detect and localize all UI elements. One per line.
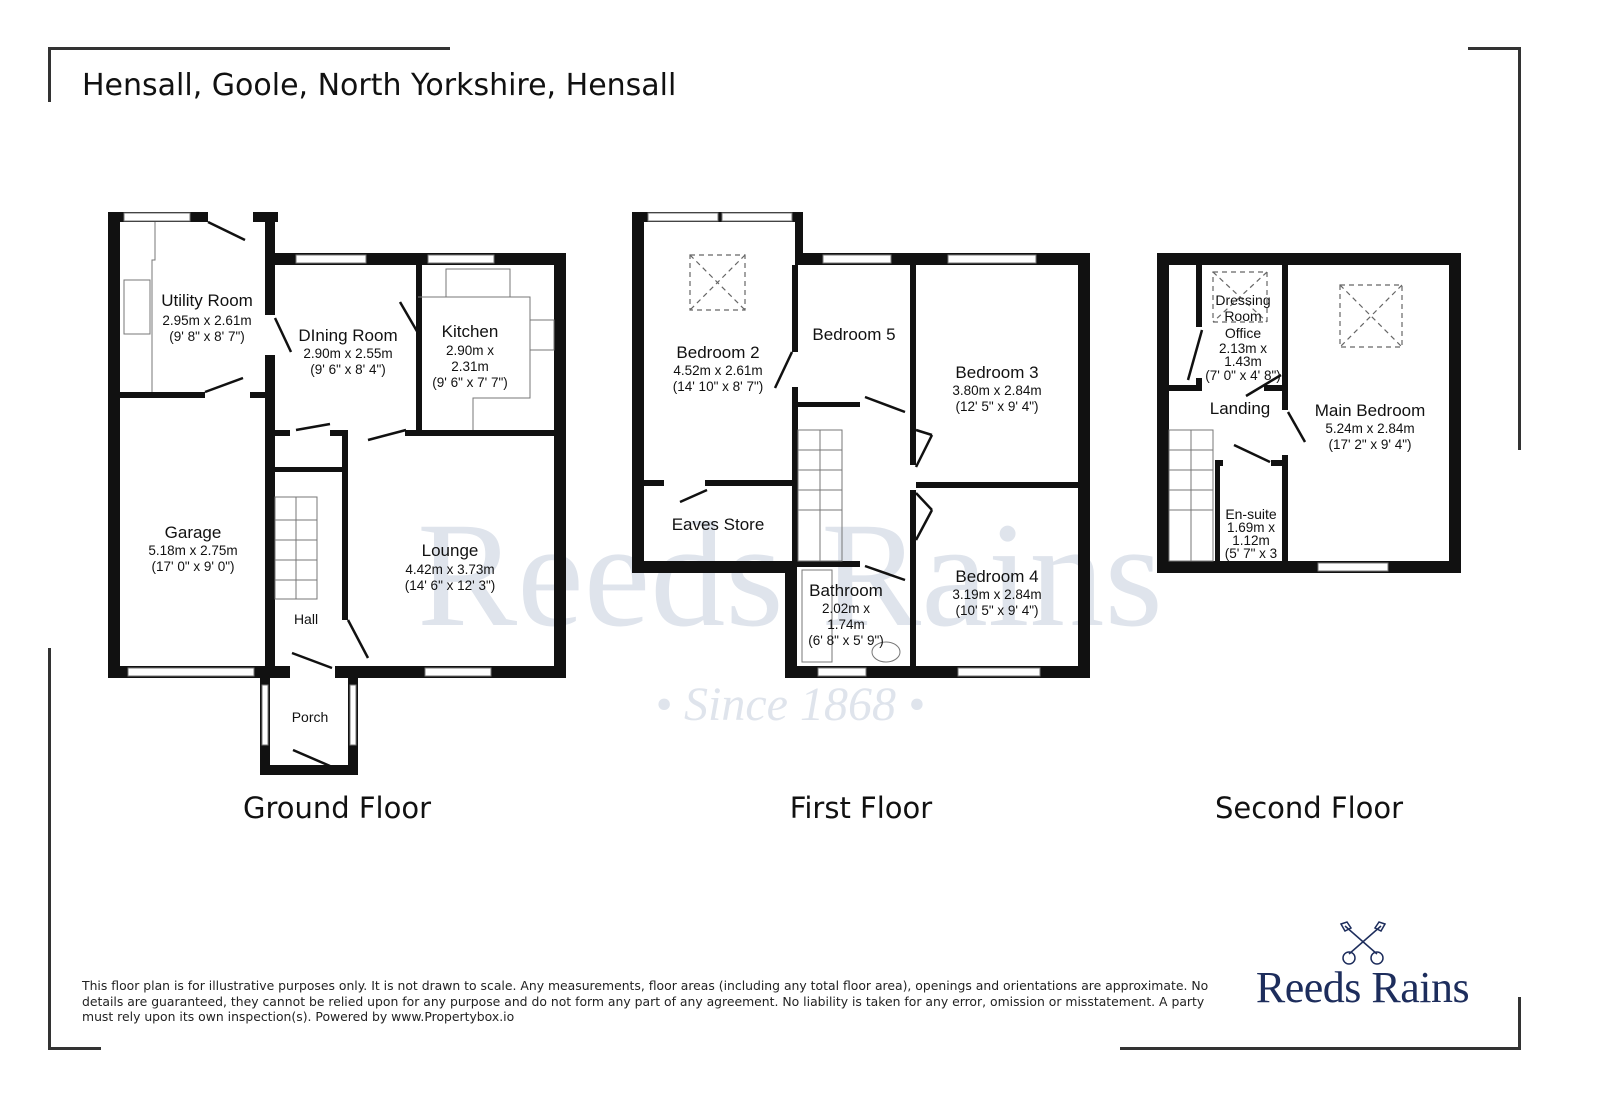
bathroom-imperial: (6' 8" x 5' 9") <box>808 633 884 648</box>
first-floor-label: First Floor <box>790 791 932 825</box>
main-bedroom-metric: 5.24m x 2.84m <box>1325 421 1414 436</box>
frame-corners <box>48 47 1521 1050</box>
garage-imperial: (17' 0" x 9' 0") <box>151 559 234 574</box>
garage-metric: 5.18m x 2.75m <box>148 543 237 558</box>
dressing-room-name-2: Room <box>1224 308 1261 324</box>
ensuite-imperial: (5' 7" x 3 <box>1225 546 1277 561</box>
ensuite-name: En-suite <box>1225 506 1277 522</box>
utility-room-imperial: (9' 8" x 8' 7") <box>169 329 245 344</box>
ensuite-metric-2: 1.12m <box>1232 533 1270 548</box>
dining-room-metric: 2.90m x 2.55m <box>303 346 392 361</box>
bedroom-2-imperial: (14' 10" x 8' 7") <box>673 379 764 394</box>
landing-name: Landing <box>1210 399 1271 418</box>
bathroom-metric-1: 2.02m x <box>822 601 870 616</box>
watermark-since: • Since 1868 • <box>655 678 925 731</box>
dining-room-name: DIning Room <box>298 326 397 345</box>
kitchen-metric-2: 2.31m <box>451 359 489 374</box>
page-title: Hensall, Goole, North Yorkshire, Hensall <box>82 68 677 103</box>
bedroom-4-metric: 3.19m x 2.84m <box>952 587 1041 602</box>
brand-logo: Reeds Rains <box>1245 920 1480 1013</box>
utility-room-name: Utility Room <box>161 291 253 310</box>
disclaimer: This floor plan is for illustrative purp… <box>82 978 1209 1024</box>
bedroom-3-metric: 3.80m x 2.84m <box>952 383 1041 398</box>
bedroom-3-imperial: (12' 5" x 9' 4") <box>955 399 1038 414</box>
kitchen-imperial: (9' 6" x 7' 7") <box>432 375 508 390</box>
dressing-room-name-3: Office <box>1225 325 1262 341</box>
second-floor-plan: Dressing Room Office 2.13m x 1.43m (7' 0… <box>1157 253 1461 825</box>
bedroom-3-name: Bedroom 3 <box>955 363 1038 382</box>
ground-floor-plan: Utility Room 2.95m x 2.61m (9' 8" x 8' 7… <box>108 211 566 825</box>
utility-room-metric: 2.95m x 2.61m <box>162 313 251 328</box>
lounge-name: Lounge <box>422 541 479 560</box>
bedroom-2-metric: 4.52m x 2.61m <box>673 363 762 378</box>
bathroom-metric-2: 1.74m <box>827 617 865 632</box>
dressing-room-imperial: (7' 0" x 4' 8") <box>1205 368 1281 383</box>
bedroom-4-name: Bedroom 4 <box>955 567 1038 586</box>
ensuite-metric-1: 1.69m x <box>1227 520 1275 535</box>
bedroom-4-imperial: (10' 5" x 9' 4") <box>955 603 1038 618</box>
logo-text: Reeds Rains <box>1255 963 1470 1012</box>
dining-room-imperial: (9' 6" x 8' 4") <box>310 362 386 377</box>
lounge-metric: 4.42m x 3.73m <box>405 562 494 577</box>
first-floor-plan: Bedroom 2 4.52m x 2.61m (14' 10" x 8' 7"… <box>632 212 1090 825</box>
eaves-store-name: Eaves Store <box>672 515 765 534</box>
garage-name: Garage <box>165 523 222 542</box>
lounge-imperial: (14' 6" x 12' 3") <box>405 578 496 593</box>
kitchen-name: Kitchen <box>442 322 499 341</box>
second-floor-label: Second Floor <box>1215 791 1403 825</box>
ground-floor-label: Ground Floor <box>243 791 431 825</box>
porch-name: Porch <box>292 709 329 725</box>
crossed-keys-icon <box>1339 921 1386 965</box>
bedroom-5-name: Bedroom 5 <box>812 325 895 344</box>
dressing-room-metric-1: 2.13m x <box>1219 341 1267 356</box>
dressing-room-metric-2: 1.43m <box>1224 354 1262 369</box>
bathroom-name: Bathroom <box>809 581 883 600</box>
dressing-room-name-1: Dressing <box>1215 292 1270 308</box>
main-bedroom-imperial: (17' 2" x 9' 4") <box>1328 437 1411 452</box>
main-bedroom-name: Main Bedroom <box>1315 401 1426 420</box>
hall-name: Hall <box>294 611 318 627</box>
bedroom-2-name: Bedroom 2 <box>676 343 759 362</box>
kitchen-metric-1: 2.90m x <box>446 343 494 358</box>
